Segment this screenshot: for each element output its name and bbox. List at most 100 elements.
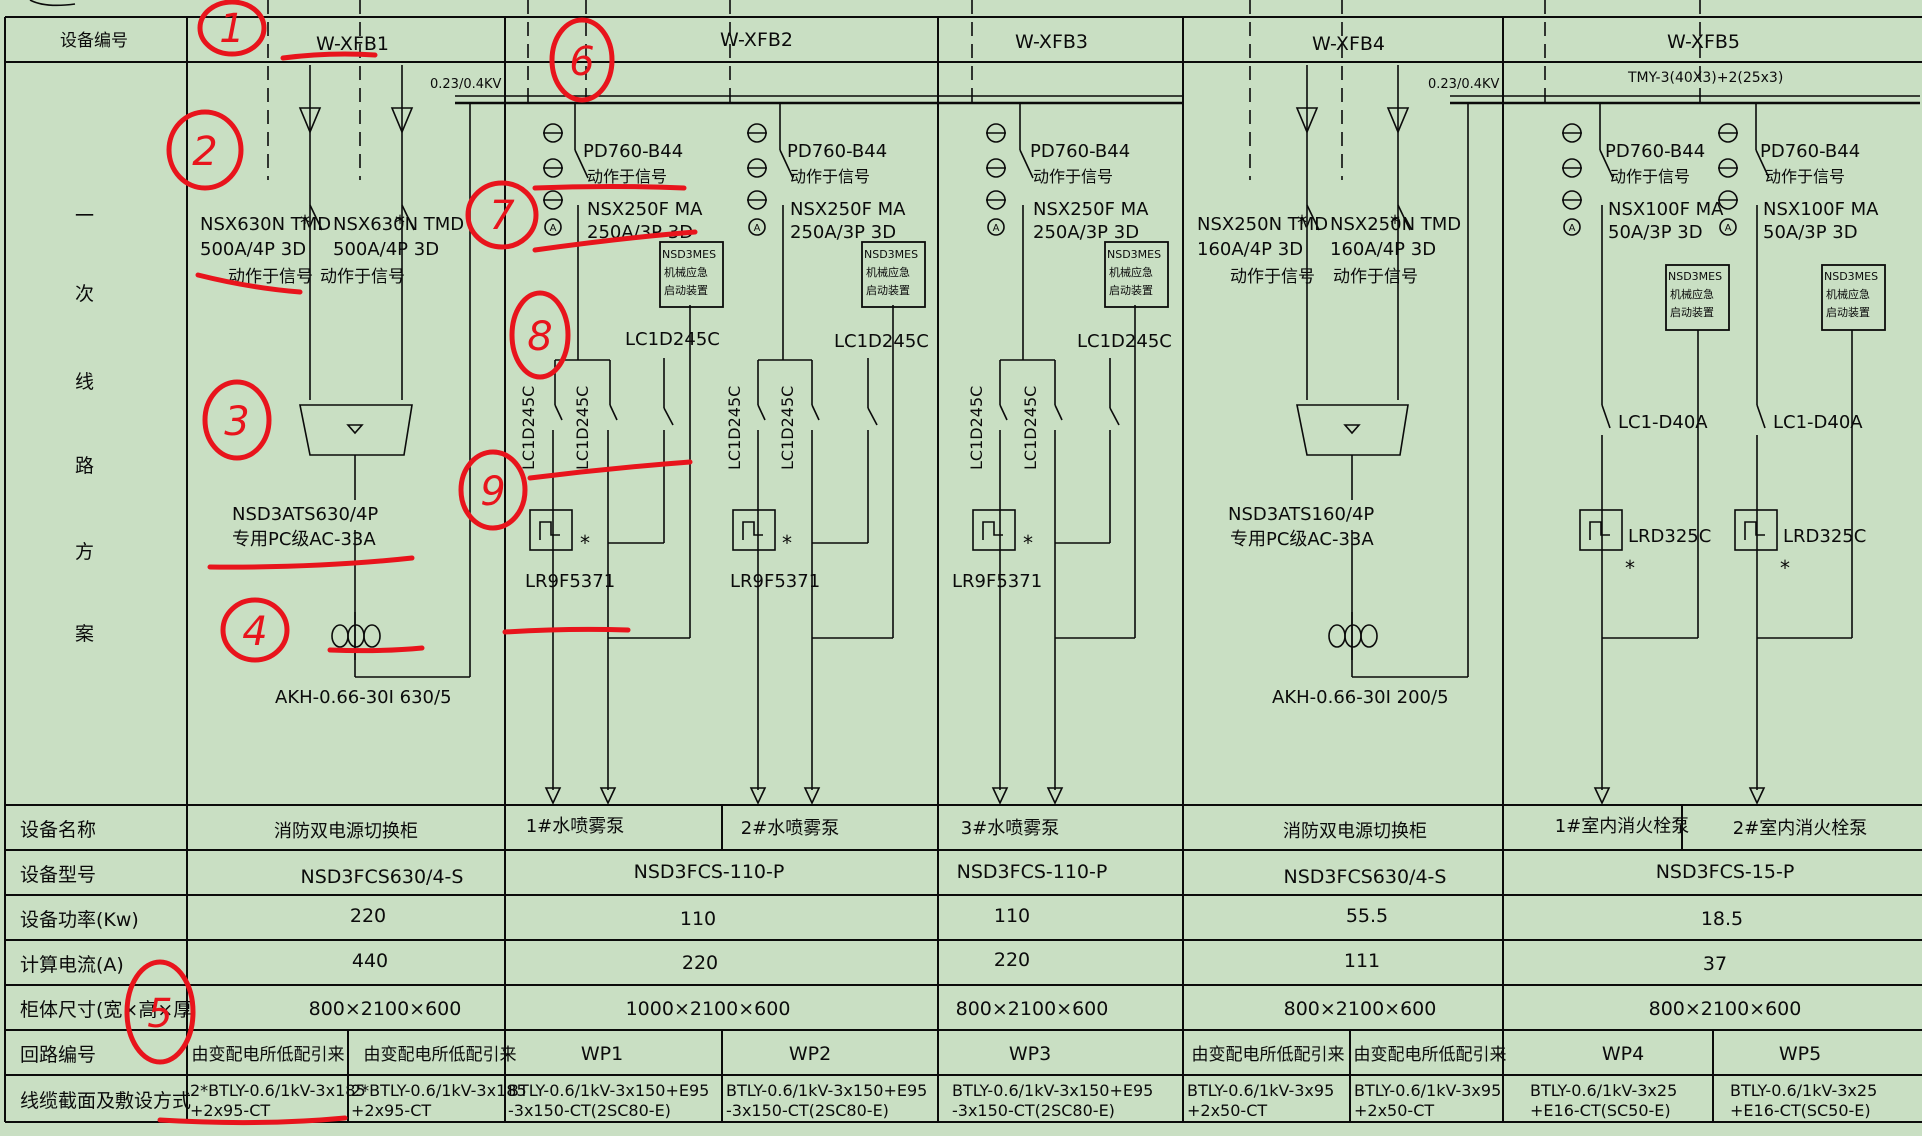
xfb1-breaker2-model: NSX630N TMD (333, 214, 464, 235)
svg-text:*: * (1023, 531, 1033, 555)
xfb3-starter-c: 启动装置 (1109, 284, 1153, 297)
xfb2-lc-v4: LC1D245C (778, 386, 797, 470)
device-no-1: W-XFB1 (316, 33, 389, 55)
xfb1-breaker2-rating: 500A/4P 3D (333, 239, 439, 260)
xfb2-lc-1: LC1D245C (625, 329, 720, 350)
label-device-name: 设备名称 (20, 819, 96, 841)
xfb4-circuit-2: 由变配电所低配引来 (1354, 1045, 1507, 1065)
xfb4-ats-model: NSD3ATS160/4P (1228, 504, 1374, 525)
device-numbers: W-XFB1 W-XFB2 W-XFB3 W-XFB4 W-XFB5 (316, 29, 1740, 55)
xfb3-power: 110 (994, 905, 1030, 927)
label-scheme-6: 案 (75, 623, 94, 645)
xfb1-circuit-2: 由变配电所低配引来 (364, 1045, 517, 1065)
annotation-number-5: 5 (147, 991, 172, 1037)
xfb2-lc-v3: LC1D245C (725, 386, 744, 470)
device-no-5: W-XFB5 (1667, 31, 1740, 53)
xfb2-lc-v1: LC1D245C (519, 386, 538, 470)
xfb5-model: NSD3FCS-15-P (1656, 861, 1795, 883)
xfb2-relay-1: LR9F5371 (525, 571, 615, 592)
xfb2-lc-2: LC1D245C (834, 331, 929, 352)
xfb4-cable-1a: BTLY-0.6/1kV-3x95 (1187, 1081, 1334, 1100)
xfb1-power: 220 (350, 905, 386, 927)
xfb4-cable-2b: +2x50-CT (1354, 1101, 1434, 1120)
device-no-3: W-XFB3 (1015, 31, 1088, 53)
markup-numbers: 1 2 3 4 5 6 7 8 9 (147, 6, 594, 1037)
xfb5-starter-2a: NSD3MES (1824, 270, 1878, 283)
schematic (267, 0, 1920, 805)
xfb5-pd-1: PD760-B44 (1605, 141, 1705, 162)
xfb2-current: 220 (682, 952, 718, 974)
xfb3-current: 220 (994, 949, 1030, 971)
label-device-no: 设备编号 (60, 31, 128, 51)
xfb2-cable-1a: BTLY-0.6/1kV-3x150+E95 (508, 1081, 709, 1100)
annotation-circle-5 (124, 959, 196, 1065)
svg-text:*: * (580, 531, 590, 555)
xfb5-cable-1b: +E16-CT(SC50-E) (1530, 1101, 1671, 1120)
xfb2-circuit-1: WP1 (581, 1043, 623, 1065)
svg-text:A: A (754, 223, 761, 234)
xfb2-starter-2a: NSD3MES (864, 248, 918, 261)
table-grid (4, 16, 1922, 1123)
xfb5-size: 800×2100×600 (1649, 998, 1802, 1020)
label-device-model: 设备型号 (20, 864, 96, 886)
xfb3-lc-v1: LC1D245C (967, 386, 986, 470)
xfb4-current: 111 (1344, 950, 1380, 972)
xfb4-device-name: 消防双电源切换柜 (1283, 821, 1427, 842)
svg-text:*: * (782, 531, 792, 555)
xfb1-size: 800×2100×600 (309, 998, 462, 1020)
table-values: 消防双电源切换柜 1#水喷雾泵 2#水喷雾泵 3#水喷雾泵 消防双电源切换柜 1… (192, 816, 1868, 1065)
xfb1-cable-2b: +2x95-CT (351, 1101, 431, 1120)
xfb4-breaker2-model: NSX250N TMD (1330, 214, 1461, 235)
xfb4-power: 55.5 (1346, 905, 1388, 927)
annotation-circle-9 (458, 449, 528, 531)
xfb4-cable-1b: +2x50-CT (1187, 1101, 1267, 1120)
xfb5-pd-note-1: 动作于信号 (1610, 167, 1690, 186)
xfb5-circuit-1: WP4 (1602, 1043, 1644, 1065)
xfb2-pd-1: PD760-B44 (583, 141, 683, 162)
xfb3-cable-b: -3x150-CT(2SC80-E) (952, 1101, 1115, 1120)
label-scheme-4: 路 (75, 455, 94, 477)
xfb2-device-name-2: 2#水喷雾泵 (741, 818, 840, 839)
label-scheme-2: 次 (75, 283, 94, 305)
xfb5-pd-note-2: 动作于信号 (1765, 167, 1845, 186)
xfb2-lc-v2: LC1D245C (573, 386, 592, 470)
xfb5-starter-1c: 启动装置 (1670, 306, 1714, 319)
xfb3-cable-a: BTLY-0.6/1kV-3x150+E95 (952, 1081, 1153, 1100)
xfb5-starter-1a: NSD3MES (1668, 270, 1722, 283)
label-scheme-1: 一 (75, 205, 94, 227)
row-labels: 设备编号 一 次 线 路 方 案 设备名称 设备型号 设备功率(Kw) 计算电流… (20, 31, 192, 1112)
annotation-circle-4 (220, 597, 290, 663)
cable-values: 2*BTLY-0.6/1kV-3x185 +2x95-CT 2*BTLY-0.6… (190, 1081, 1877, 1120)
xfb3-starter-a: NSD3MES (1107, 248, 1161, 261)
xfb5-cable-2a: BTLY-0.6/1kV-3x25 (1730, 1081, 1877, 1100)
label-cabinet-size: 柜体尺寸(宽×高×厚 (20, 999, 192, 1021)
xfb5-device-name-2: 2#室内消火栓泵 (1733, 818, 1868, 839)
xfb2-relay-2: LR9F5371 (730, 571, 820, 592)
xfb1-cable-2a: 2*BTLY-0.6/1kV-3x185 (351, 1081, 527, 1100)
xfb1-ct: AKH-0.66-30I 630/5 (275, 687, 452, 708)
xfb2-size: 1000×2100×600 (626, 998, 791, 1020)
xfb3-circuit: WP3 (1009, 1043, 1051, 1065)
xfb5-breaker-model-2: NSX100F MA (1763, 199, 1879, 220)
xfb4-breaker2-rating: 160A/4P 3D (1330, 239, 1436, 260)
xfb5-cable-2b: +E16-CT(SC50-E) (1730, 1101, 1871, 1120)
xfb2-pd-note-1: 动作于信号 (587, 167, 667, 186)
xfb2-starter-1c: 启动装置 (664, 284, 708, 297)
xfb4-circuit-1: 由变配电所低配引来 (1192, 1045, 1345, 1065)
annotation-circle-3 (202, 379, 272, 461)
device-no-2: W-XFB2 (720, 29, 793, 51)
xfb2-breaker-model-1: NSX250F MA (587, 199, 703, 220)
annotation-number-1: 1 (219, 6, 244, 52)
annotation-circle-7 (465, 180, 539, 250)
annotation-circle-2 (166, 109, 244, 191)
xfb3-pd: PD760-B44 (1030, 141, 1130, 162)
xfb5-relay-1: LRD325C (1628, 526, 1711, 547)
xfb1-model: NSD3FCS630/4-S (301, 866, 464, 888)
label-scheme-5: 方 (75, 541, 94, 563)
xfb3-pd-note: 动作于信号 (1033, 167, 1113, 186)
xfb4-model: NSD3FCS630/4-S (1284, 866, 1447, 888)
label-current: 计算电流(A) (20, 954, 124, 976)
